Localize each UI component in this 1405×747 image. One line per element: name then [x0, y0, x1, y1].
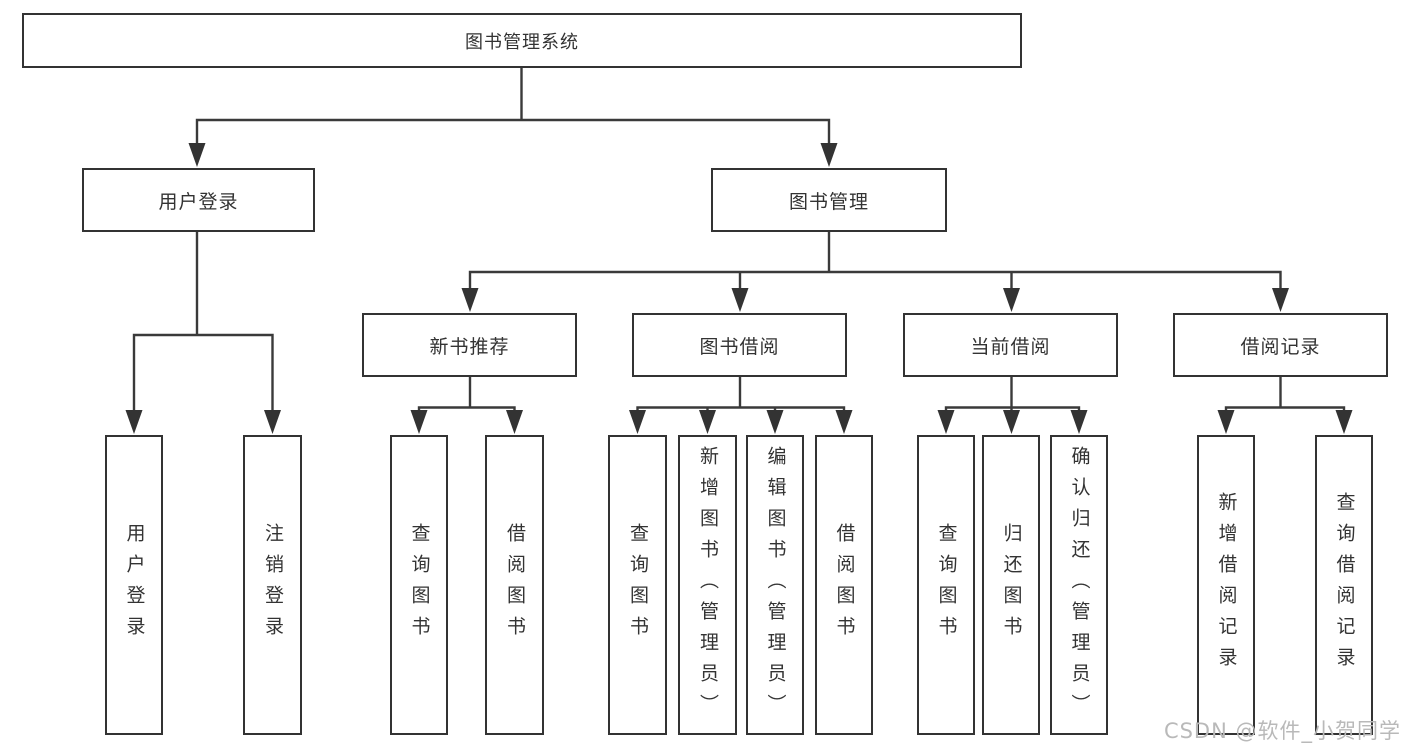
- leaf-query-books-current: 查询图书: [917, 435, 975, 735]
- connector-root-to-level2: [195, 68, 831, 150]
- arrowhead: [1070, 410, 1088, 434]
- leaf-add-borrow-record: 新增借阅记录: [1197, 435, 1255, 735]
- arrowhead: [766, 410, 784, 434]
- arrowhead: [125, 410, 143, 434]
- node-label: 查询借阅记录: [1333, 492, 1356, 678]
- node-user-login: 用户登录: [82, 168, 315, 232]
- connector-book-borrow-to-leaves: [636, 377, 846, 416]
- connector-new-books-to-leaves: [417, 377, 516, 416]
- node-label: 确认归还（管理员）: [1068, 445, 1091, 725]
- node-new-book-recommend: 新书推荐: [362, 313, 577, 377]
- arrowhead: [264, 410, 281, 434]
- node-library-management-system: 图书管理系统: [22, 13, 1022, 68]
- leaf-return-book: 归还图书: [982, 435, 1040, 735]
- node-label: 注销登录: [262, 523, 284, 647]
- node-label: 当前借阅: [970, 335, 1051, 358]
- arrowhead: [820, 143, 838, 167]
- connector-book-mgmt-to-level3: [468, 232, 1282, 294]
- node-label: 用户登录: [158, 190, 239, 213]
- arrowhead: [188, 143, 206, 167]
- connector-user-login-to-leaves: [132, 232, 274, 416]
- arrowhead: [835, 410, 853, 434]
- node-label: 新书推荐: [429, 335, 510, 358]
- node-label: 图书借阅: [699, 335, 780, 358]
- leaf-borrow-books: 借阅图书: [815, 435, 873, 735]
- node-label: 图书管理系统: [465, 31, 579, 53]
- leaf-user-login: 用户登录: [105, 435, 163, 735]
- arrowhead: [1335, 410, 1353, 434]
- leaf-confirm-return-admin: 确认归还（管理员）: [1050, 435, 1108, 735]
- node-current-borrow: 当前借阅: [903, 313, 1118, 377]
- arrowhead: [731, 288, 749, 312]
- arrowhead: [461, 288, 479, 312]
- node-book-borrow: 图书借阅: [632, 313, 847, 377]
- node-label: 借阅记录: [1240, 335, 1321, 358]
- csdn-watermark: CSDN @软件_小贺同学: [1163, 719, 1401, 743]
- node-label: 编辑图书（管理员）: [764, 445, 787, 725]
- arrowhead: [937, 410, 955, 434]
- node-label: 查询图书: [408, 523, 431, 647]
- arrowhead: [506, 410, 523, 434]
- node-label: 借阅图书: [504, 523, 526, 647]
- node-label: 归还图书: [1000, 523, 1023, 647]
- arrowhead: [629, 410, 646, 434]
- node-label: 查询图书: [627, 523, 649, 647]
- node-label: 查询图书: [935, 523, 958, 647]
- node-label: 图书管理: [788, 190, 869, 213]
- node-label: 用户登录: [123, 523, 146, 647]
- node-borrow-records: 借阅记录: [1173, 313, 1388, 377]
- arrowhead: [1003, 410, 1020, 434]
- connector-borrow-records-to-leaves: [1224, 377, 1346, 416]
- leaf-edit-book-admin: 编辑图书（管理员）: [746, 435, 804, 735]
- node-label: 借阅图书: [833, 523, 856, 647]
- leaf-add-book-admin: 新增图书（管理员）: [678, 435, 737, 735]
- arrowhead: [699, 410, 716, 434]
- leaf-query-books-borrow: 查询图书: [608, 435, 667, 735]
- node-label: 新增图书（管理员）: [697, 445, 719, 725]
- leaf-borrow-books-recommend: 借阅图书: [485, 435, 544, 735]
- leaf-query-borrow-record: 查询借阅记录: [1315, 435, 1373, 735]
- arrowhead: [410, 410, 428, 434]
- leaf-query-books-recommend: 查询图书: [390, 435, 448, 735]
- arrowhead: [1272, 288, 1289, 312]
- node-book-management: 图书管理: [711, 168, 947, 232]
- leaf-logout: 注销登录: [243, 435, 302, 735]
- arrowhead: [1003, 288, 1020, 312]
- arrowhead: [1217, 410, 1235, 434]
- node-label: 新增借阅记录: [1215, 492, 1238, 678]
